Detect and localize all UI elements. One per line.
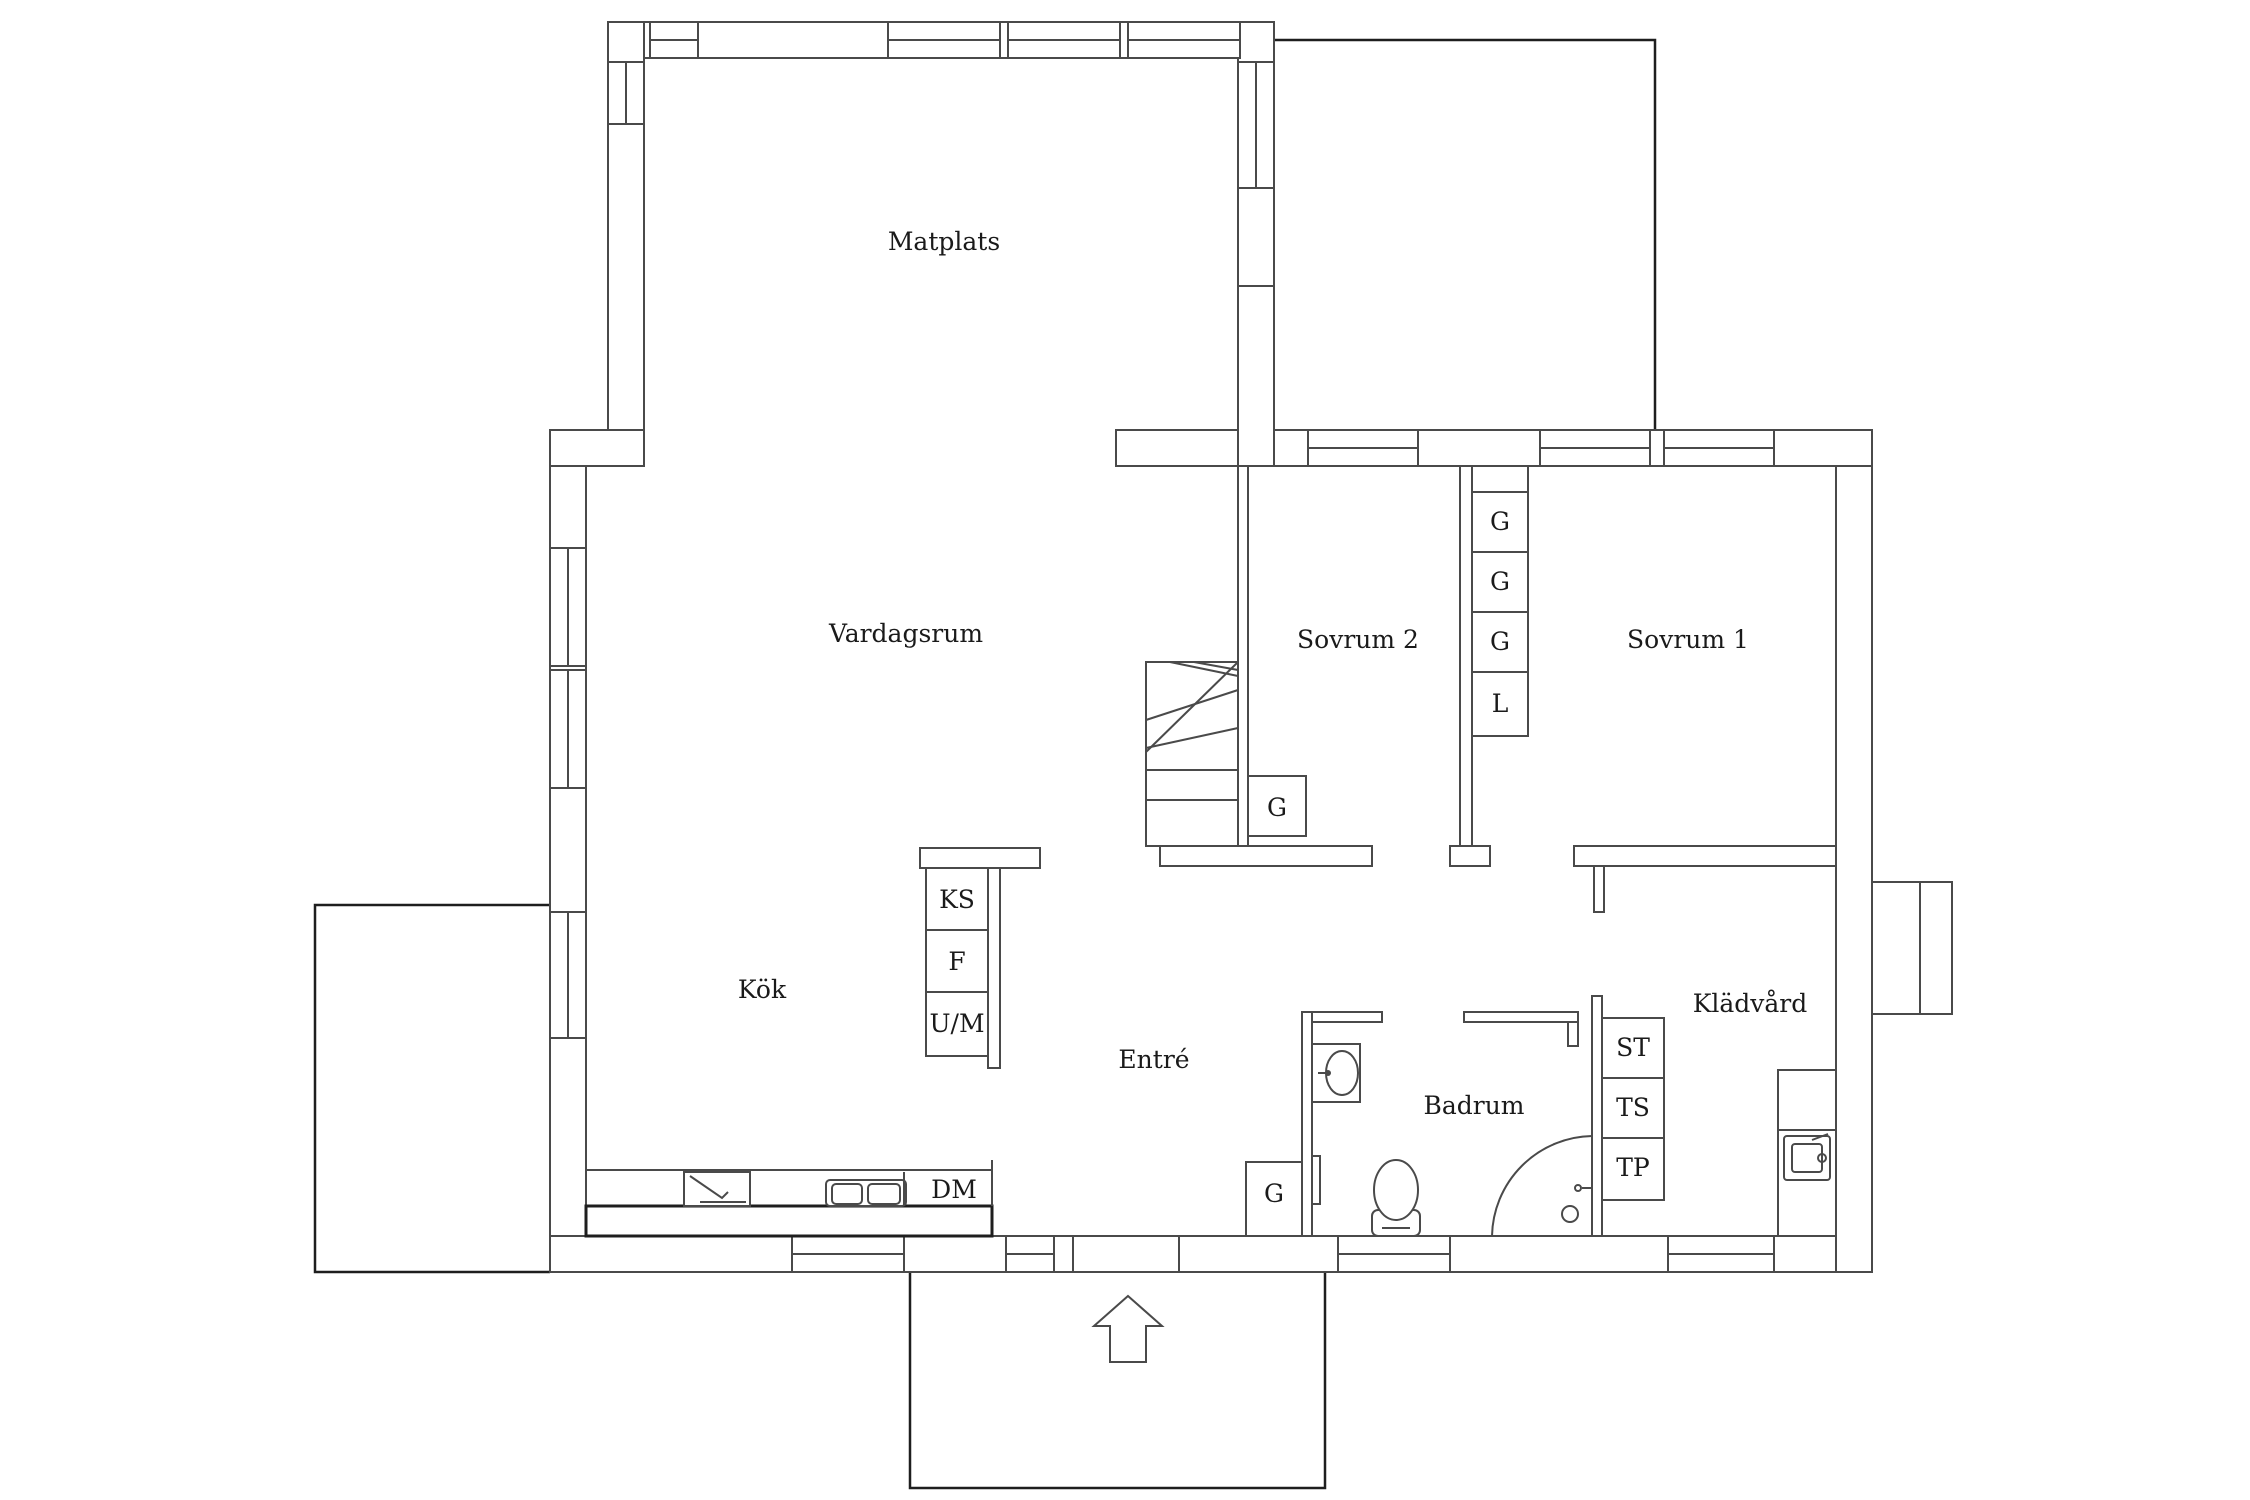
door-openings [552,1040,1180,1272]
room-label-kok: Kök [738,975,787,1004]
entrance-arrow-icon [1091,1294,1165,1363]
wardrobe-entre-label: G [1264,1179,1284,1208]
oven-microwave-label: U/M [929,1009,984,1038]
kitchen-counter [584,1160,994,1238]
laundry-column [1601,1017,1665,1201]
wardrobe-entre [1245,1161,1303,1237]
fridge-freezer-label: KS [939,885,975,914]
washing-machine-label: TP [1616,1153,1650,1182]
wardrobe-label-3: G [1490,627,1510,656]
kitchen-tall-units [925,867,989,1057]
room-label-matplats: Matplats [888,227,1000,256]
drying-cabinet-label: ST [1616,1033,1650,1062]
outdoor-outlines [313,38,1657,1490]
windows [549,21,1953,1273]
room-label-kladvard: Klädvård [1693,989,1808,1018]
dishwasher-label: DM [931,1175,977,1204]
freezer-label: F [948,947,965,976]
room-label-badrum: Badrum [1423,1091,1524,1120]
room-label-sovrum1: Sovrum 1 [1627,625,1749,654]
wardrobe-column-sovrum1 [1471,465,1529,737]
toilet-icon [1371,1159,1421,1237]
tumble-dryer-label: TS [1616,1093,1650,1122]
linen-label: L [1492,689,1509,718]
wardrobe-sovrum2 [1247,775,1307,837]
interior-walls [919,285,1837,1237]
room-label-sovrum2: Sovrum 2 [1297,625,1419,654]
stairs-icon [1145,661,1239,847]
utility-sink-icon [1777,1069,1837,1237]
towel-rail [1311,1155,1321,1205]
room-label-entre: Entré [1118,1045,1189,1074]
room-label-vardagsrum: Vardagsrum [828,619,983,648]
kitchen-sink-icon [825,1172,907,1207]
sink-icon [1311,1043,1361,1103]
wardrobe-label-1: G [1490,507,1510,536]
wardrobe-sovrum2-label: G [1267,793,1287,822]
stove-icon [683,1171,751,1207]
wardrobe-label-2: G [1490,567,1510,596]
shower-icon [1491,1135,1593,1237]
